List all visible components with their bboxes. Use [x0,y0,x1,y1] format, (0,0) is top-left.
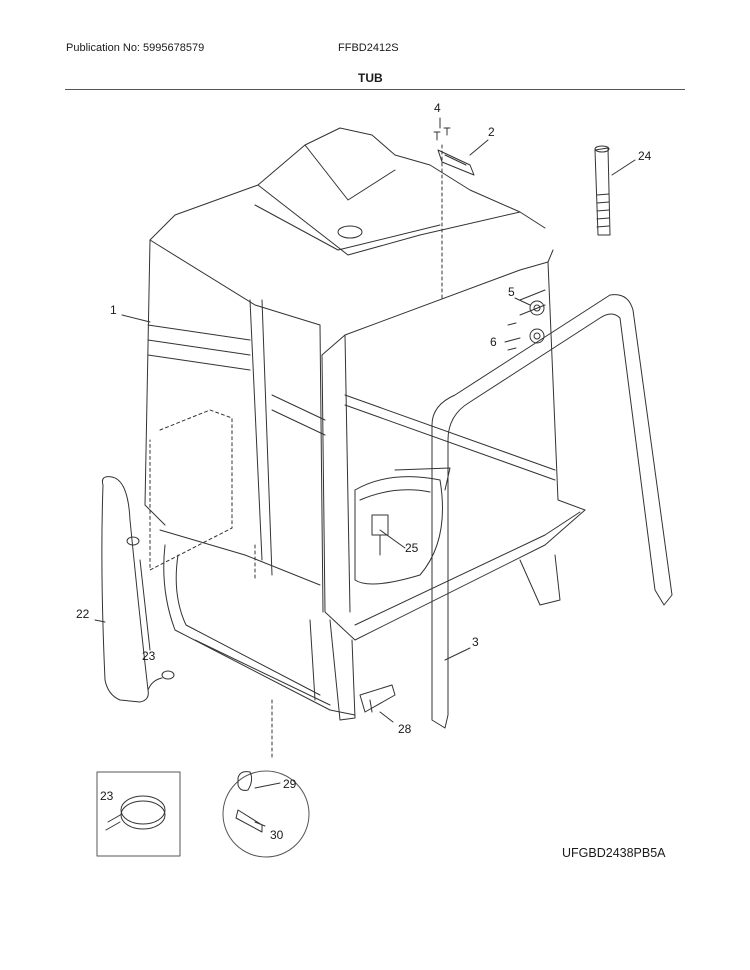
callout-23-inset: 23 [100,789,114,803]
tub-front-frame [321,249,586,641]
callout-2: 2 [488,125,495,139]
drain-hose-part-22 [101,476,163,703]
callout-24: 24 [638,149,652,163]
leader-lines [149,144,443,761]
callout-3: 3 [472,635,479,649]
callout-29: 29 [283,777,297,791]
callout-23: 23 [142,649,156,663]
fill-hose-part-24 [594,145,611,236]
publication-number: Publication No: 5995678579 [66,42,205,54]
callout-5: 5 [508,285,515,299]
switch-part-28 [359,684,396,713]
diagram-code: UFGBD2438PB5A [562,846,666,860]
plug-part-5 [529,300,545,316]
header-divider [65,89,685,90]
callout-leaders [94,117,636,827]
callout-4: 4 [434,101,441,115]
callout-22: 22 [76,607,90,621]
callout-30: 30 [270,828,284,842]
bracket-part-2 [437,149,475,176]
door-gasket-part-3 [431,294,673,729]
plug-part-6 [507,322,545,351]
clamp-inset [96,771,181,857]
tub-sump [354,467,451,585]
model-number: FFBD2412S [338,42,399,54]
callout-28: 28 [398,722,412,736]
tub-body [144,127,546,613]
screw-part-4 [433,127,451,141]
callout-25: 25 [405,541,419,555]
page-title: TUB [358,71,383,85]
callout-1: 1 [110,303,117,317]
clamp-part-23 [126,536,175,680]
base-frame [163,544,561,721]
callout-6: 6 [490,335,497,349]
detail-circle-inset [222,770,310,858]
